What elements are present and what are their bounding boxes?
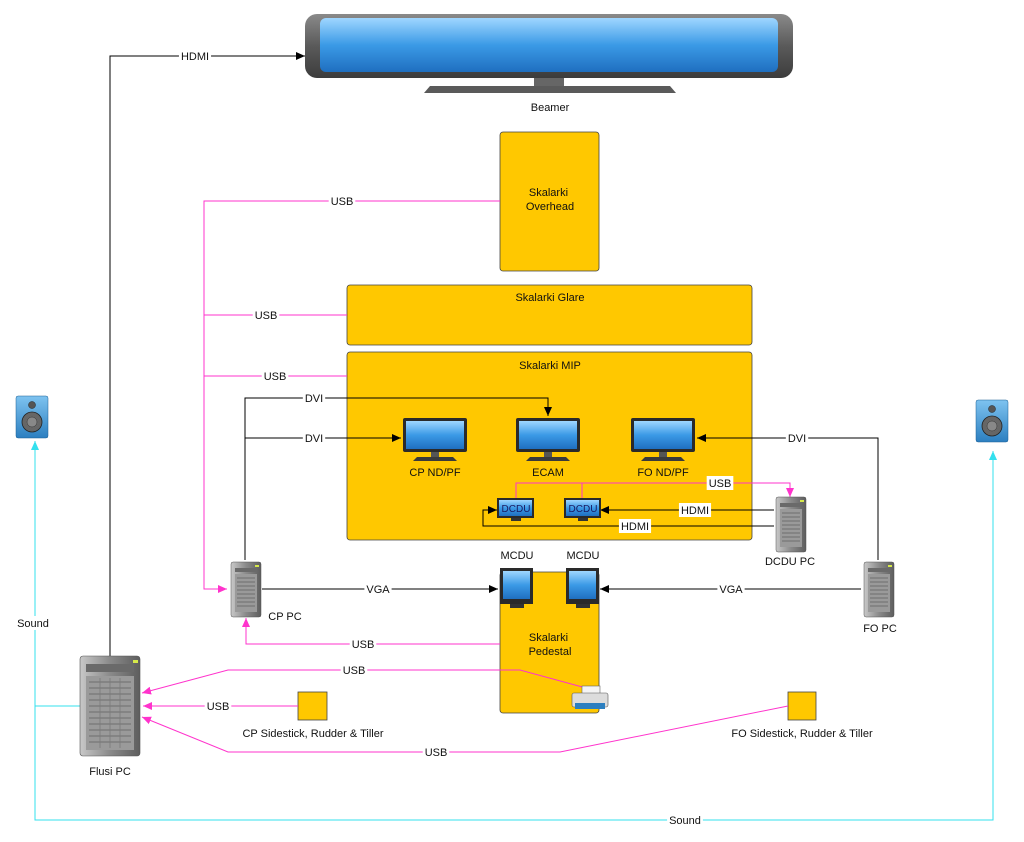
overhead-label-line2: Overhead: [526, 201, 574, 213]
usb-line-fo-sidestick: [141, 705, 789, 753]
edge-label-usb-glare: USB: [252, 308, 280, 322]
edge-label-usb-pedestal: USB: [349, 637, 377, 651]
flusi-pc-label: Flusi PC: [89, 766, 131, 778]
fo-pc-tower-icon: [863, 561, 895, 618]
speaker-left-icon: [15, 395, 49, 439]
edge-label-text: USB: [264, 371, 287, 383]
pedestal-panel: [499, 571, 600, 714]
edge-label-text: VGA: [366, 584, 390, 596]
usb-line-printer: [141, 669, 587, 695]
edge-label-usb-overhead: USB: [328, 194, 356, 208]
edge-label-usb-mip: USB: [261, 369, 289, 383]
edge-label-text: HDMI: [681, 505, 709, 517]
fo-sidestick-label: FO Sidestick, Rudder & Tiller: [731, 728, 873, 740]
fo-sidestick-box: [787, 691, 817, 721]
edge-label-text: HDMI: [621, 521, 649, 533]
cp-sidestick-box: [297, 691, 328, 721]
edge-label-text: DVI: [788, 433, 806, 445]
sound-line-left: [31, 441, 80, 707]
mcdu-left-label: MCDU: [501, 550, 534, 562]
fo-ndpf-label: FO ND/PF: [637, 467, 689, 479]
edge-label-text: USB: [709, 478, 732, 490]
edge-label-usb-fo-sidestick: USB: [422, 745, 450, 759]
edge-label-sound-bottom: Sound: [667, 813, 703, 827]
cp-pc-label: CP PC: [268, 611, 301, 623]
edge-label-dvi-ecam: DVI: [302, 391, 326, 405]
sound-line-bottom: [34, 451, 997, 821]
dcdu-right-screen: [564, 498, 601, 521]
pedestal-label: Skalarki Pedestal: [529, 632, 572, 658]
mip-label: Skalarki MIP: [519, 360, 581, 372]
cp-pc-tower-icon: [230, 561, 262, 618]
dvi-line-ecam: [244, 397, 552, 560]
cp-sidestick-label: CP Sidestick, Rudder & Tiller: [242, 728, 383, 740]
printer-icon: [571, 685, 609, 709]
beamer-tv-icon: [305, 14, 793, 93]
edge-label-text: USB: [207, 701, 230, 713]
edge-label-hdmi-dcdu1: HDMI: [678, 503, 712, 517]
beamer-label: Beamer: [531, 102, 570, 114]
edge-label-hdmi-dcdu2: HDMI: [618, 519, 652, 533]
edge-label-usb-printer: USB: [340, 663, 368, 677]
dcdu-right-label: DCDU: [569, 504, 598, 515]
pedestal-label-line2: Pedestal: [529, 646, 572, 658]
edge-label-hdmi-beamer: HDMI: [178, 49, 212, 63]
mcdu-right-label: MCDU: [567, 550, 600, 562]
fo-pc-label: FO PC: [863, 623, 897, 635]
edge-label-sound-left: Sound: [15, 616, 51, 630]
mcdu-right-screen: [566, 568, 599, 608]
usb-line-pedestal: [242, 618, 500, 645]
speaker-right-icon: [975, 399, 1009, 443]
edge-label-text: HDMI: [181, 51, 209, 63]
overhead-label: Skalarki Overhead: [526, 187, 574, 213]
edge-label-usb-cp-sidestick: USB: [204, 699, 232, 713]
dcdu-pc-tower-icon: [775, 496, 807, 553]
dcdu-left-screen: [497, 498, 534, 521]
dvi-line-fo: [697, 434, 879, 560]
edge-label-text: Sound: [17, 618, 49, 630]
edge-label-dvi-cp: DVI: [302, 431, 326, 445]
edge-label-vga-fo: VGA: [717, 582, 745, 596]
pedestal-label-line1: Skalarki: [529, 632, 568, 644]
usb-line-dcdu: [515, 482, 794, 498]
edge-label-text: DVI: [305, 393, 323, 405]
dcdu-pc-label: DCDU PC: [765, 556, 815, 568]
edge-label-text: USB: [343, 665, 366, 677]
edge-label-text: USB: [331, 196, 354, 208]
edge-label-text: VGA: [719, 584, 743, 596]
glare-label: Skalarki Glare: [515, 292, 584, 304]
edge-label-vga-cp: VGA: [364, 582, 392, 596]
edge-label-text: USB: [425, 747, 448, 759]
mcdu-left-screen: [500, 568, 533, 608]
hdmi-line-beamer: [109, 52, 305, 656]
edge-label-usb-dcdu: USB: [706, 476, 734, 490]
edge-label-text: DVI: [305, 433, 323, 445]
cp-ndpf-label: CP ND/PF: [409, 467, 460, 479]
overhead-label-line1: Skalarki: [529, 187, 568, 199]
edge-label-text: USB: [352, 639, 375, 651]
ecam-label: ECAM: [532, 467, 564, 479]
flusi-pc-tower-icon: [79, 655, 141, 757]
edge-label-text: USB: [255, 310, 278, 322]
dcdu-left-label: DCDU: [502, 504, 531, 515]
edge-label-text: Sound: [669, 815, 701, 827]
edge-label-dvi-fo: DVI: [785, 431, 809, 445]
